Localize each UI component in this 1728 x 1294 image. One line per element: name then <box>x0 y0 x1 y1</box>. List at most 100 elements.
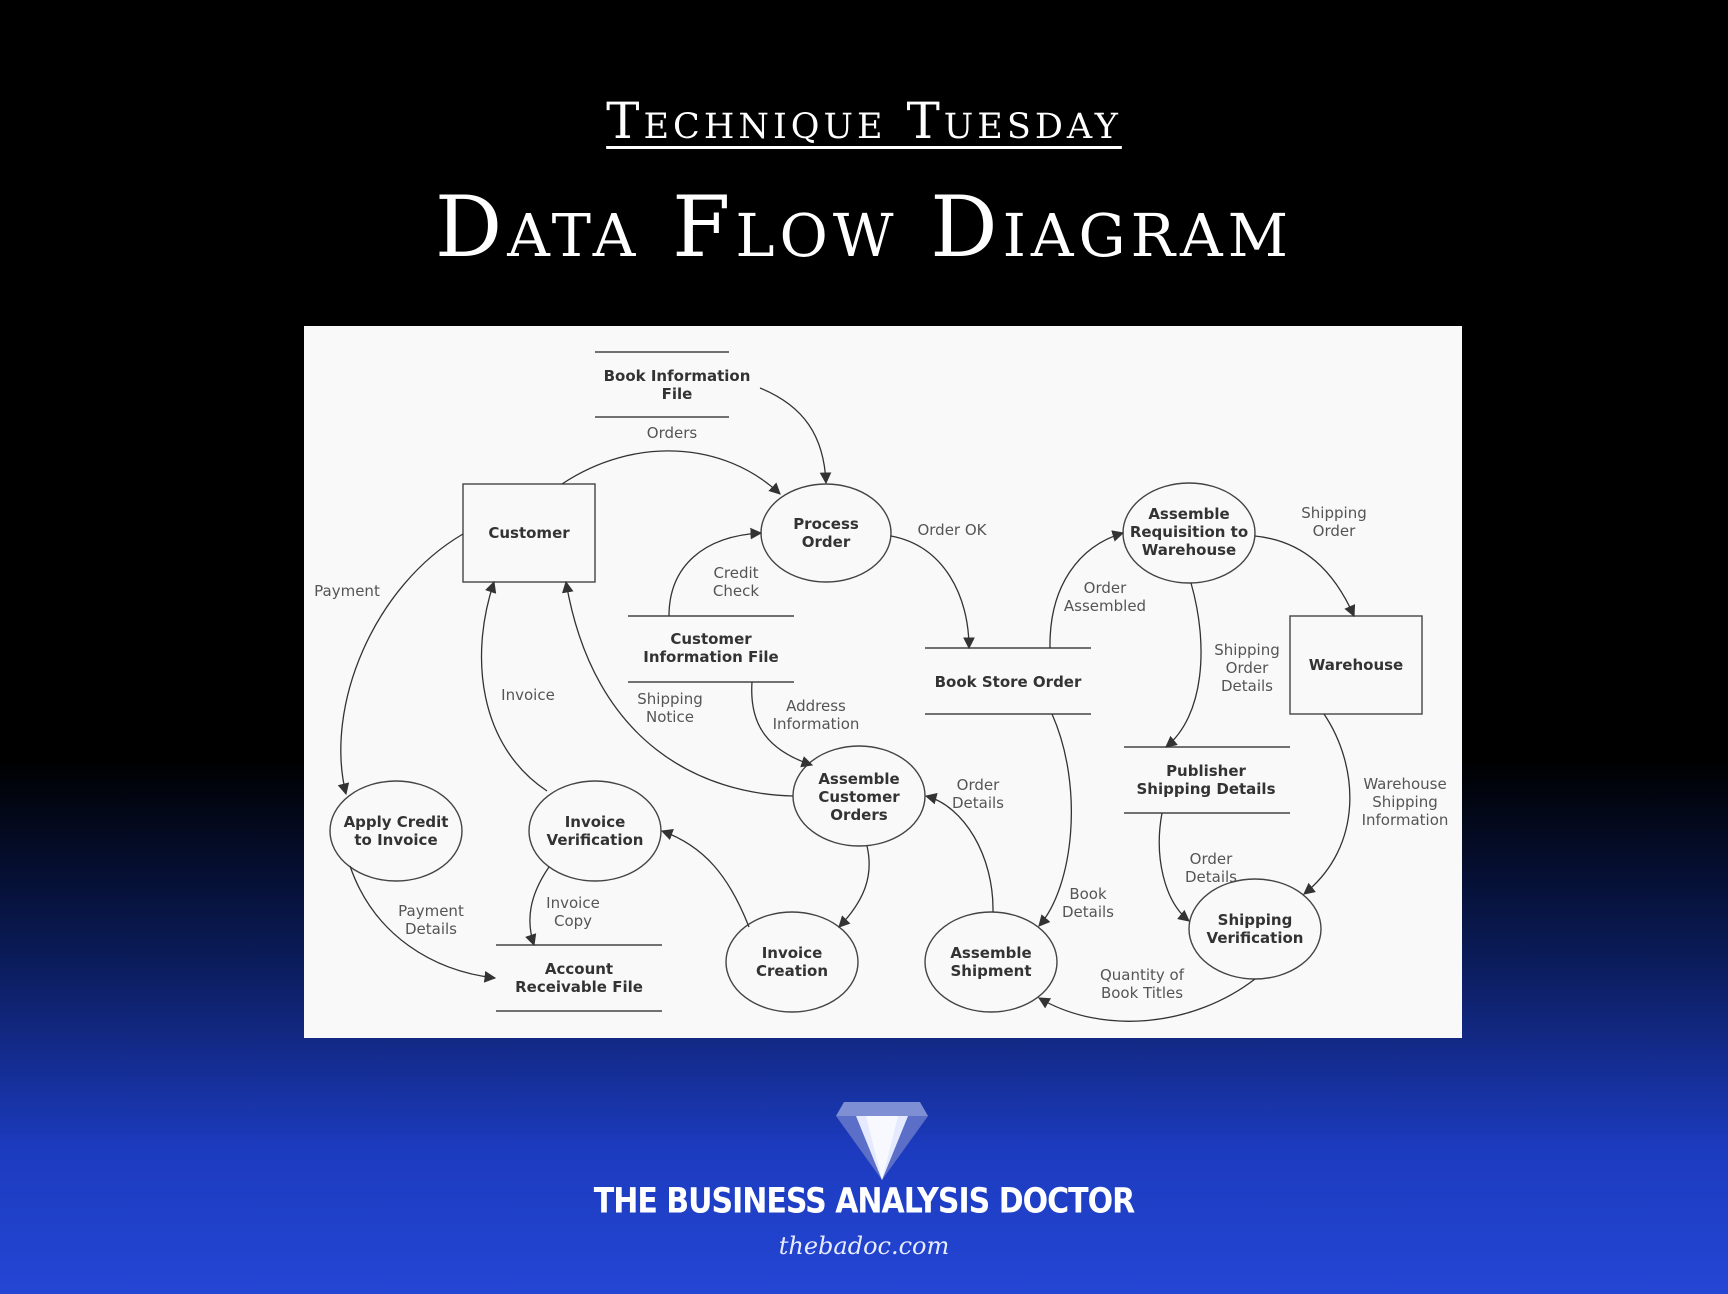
flow-invoice <box>480 580 548 792</box>
assemble-requisition-label-1: Assemble <box>1148 505 1229 523</box>
flow-label-warehouse-shipping-information-2: Shipping <box>1372 793 1437 811</box>
flow-book-info <box>759 387 832 485</box>
book-store-order-label: Book Store Order <box>935 673 1082 691</box>
flow-label-shipping-notice-2: Notice <box>646 708 694 726</box>
flow-shipping-order-details <box>1165 582 1202 748</box>
account-receivable-file-label-2: Receivable File <box>515 978 643 996</box>
flow-label-shipping-order-details-2: Order <box>1226 659 1269 677</box>
flow-label-address-information-1: Address <box>786 697 846 715</box>
process-assemble-requisition: Assemble Requisition to Warehouse <box>1122 482 1256 584</box>
assemble-customer-orders-label-1: Assemble <box>818 770 899 788</box>
customer-information-file-label-2: Information File <box>643 648 778 666</box>
flow-label-quantity-of-book-titles-1: Quantity of <box>1100 966 1185 984</box>
flow-label-order-assembled-2: Assembled <box>1064 597 1146 615</box>
process-apply-credit: Apply Credit to Invoice <box>329 780 463 882</box>
assemble-customer-orders-label-3: Orders <box>830 806 887 824</box>
flow-label-shipping-notice-1: Shipping <box>637 690 702 708</box>
external-entity-warehouse: Warehouse <box>1289 615 1423 715</box>
flow-label-payment-details-1: Payment <box>398 902 464 920</box>
flow-shipping-order <box>1254 535 1356 618</box>
flow-payment <box>337 533 464 796</box>
flow-label-invoice-copy-1: Invoice <box>546 894 600 912</box>
flow-address-information <box>751 681 814 768</box>
external-entity-customer: Customer <box>462 483 596 583</box>
assemble-requisition-label-2: Requisition to <box>1130 523 1248 541</box>
flow-assemble-to-invoice <box>838 845 870 928</box>
assemble-customer-orders-label-2: Customer <box>818 788 900 806</box>
assemble-requisition-label-3: Warehouse <box>1142 541 1236 559</box>
account-receivable-file-label-1: Account <box>545 960 613 978</box>
store-book-information-file: Book Information File <box>595 351 751 418</box>
process-invoice-creation: Invoice Creation <box>725 911 859 1013</box>
flow-label-order-ok: Order OK <box>917 521 987 539</box>
flow-label-shipping-order-details-3: Details <box>1221 677 1273 695</box>
flow-credit-check <box>668 527 763 617</box>
page-title: Data Flow Diagram <box>434 178 1294 276</box>
flow-shipping-notice <box>562 580 794 797</box>
flow-label-payment: Payment <box>314 582 380 600</box>
header-subtitle: Technique Tuesday <box>606 92 1122 150</box>
process-order-label-1: Process <box>793 515 859 533</box>
flow-label-shipping-order-details-1: Shipping <box>1214 641 1279 659</box>
data-flow-diagram: Customer Warehouse Process Order Assembl… <box>304 326 1462 1038</box>
flow-label-shipping-order-1: Shipping <box>1301 504 1366 522</box>
process-assemble-shipment: Assemble Shipment <box>924 911 1058 1013</box>
flow-label-shipping-order-2: Order <box>1313 522 1356 540</box>
flow-order-details-shipment <box>924 793 994 913</box>
flow-label-address-information-2: Information <box>773 715 860 733</box>
flow-order-ok <box>890 535 975 650</box>
flow-label-payment-details-2: Details <box>405 920 457 938</box>
flow-label-order-details-2-b: Details <box>952 794 1004 812</box>
flow-order-details-publisher <box>1158 812 1190 922</box>
flow-label-order-details-1-b: Details <box>1185 868 1237 886</box>
brand-name: THE BUSINESS ANALYSIS DOCTOR <box>593 1181 1135 1222</box>
book-information-file-label-1: Book Information <box>604 367 751 385</box>
flow-quantity-of-book-titles <box>1037 978 1256 1022</box>
flow-label-credit-check-2: Check <box>713 582 759 600</box>
flow-label-order-details-1-a: Order <box>1190 850 1233 868</box>
flow-label-warehouse-shipping-information-3: Information <box>1362 811 1449 829</box>
invoice-creation-label-2: Creation <box>756 962 828 980</box>
store-publisher-shipping-details: Publisher Shipping Details <box>1124 746 1290 814</box>
store-book-store-order: Book Store Order <box>925 647 1091 715</box>
publisher-shipping-details-label-1: Publisher <box>1166 762 1246 780</box>
apply-credit-label-2: to Invoice <box>354 831 437 849</box>
flow-payment-details <box>349 865 497 983</box>
apply-credit-label-1: Apply Credit <box>344 813 449 831</box>
flow-order-assembled <box>1049 530 1125 649</box>
flow-label-order-assembled-1: Order <box>1084 579 1127 597</box>
warehouse-label: Warehouse <box>1309 656 1403 674</box>
process-shipping-verification: Shipping Verification <box>1188 878 1322 980</box>
flow-label-warehouse-shipping-information-1: Warehouse <box>1363 775 1446 793</box>
flow-label-orders: Orders <box>647 424 698 442</box>
shipping-verification-label-2: Verification <box>1207 929 1304 947</box>
process-order-label-2: Order <box>802 533 851 551</box>
flow-invoice-copy <box>525 866 550 947</box>
process-invoice-verification: Invoice Verification <box>528 780 662 882</box>
flow-orders <box>561 450 781 495</box>
flow-label-book-details-1: Book <box>1069 885 1107 903</box>
flow-invoice-creation-to-verification <box>660 829 750 928</box>
diamond-logo-icon <box>836 1102 928 1184</box>
book-information-file-label-2: File <box>662 385 693 403</box>
store-account-receivable-file: Account Receivable File <box>496 944 662 1012</box>
flow-label-order-details-2-a: Order <box>957 776 1000 794</box>
invoice-creation-label-1: Invoice <box>762 944 823 962</box>
assemble-shipment-label-2: Shipment <box>950 962 1031 980</box>
process-assemble-customer-orders: Assemble Customer Orders <box>792 745 926 847</box>
brand-url: thebadoc.com <box>778 1232 950 1260</box>
customer-information-file-label-1: Customer <box>670 630 752 648</box>
flow-label-invoice-copy-2: Copy <box>554 912 592 930</box>
process-process-order: Process Order <box>760 483 892 583</box>
flow-label-invoice: Invoice <box>501 686 555 704</box>
flow-label-book-details-2: Details <box>1062 903 1114 921</box>
flow-label-quantity-of-book-titles-2: Book Titles <box>1101 984 1183 1002</box>
invoice-verification-label-2: Verification <box>547 831 644 849</box>
assemble-shipment-label-1: Assemble <box>950 944 1031 962</box>
store-customer-information-file: Customer Information File <box>628 615 794 683</box>
invoice-verification-label-1: Invoice <box>565 813 626 831</box>
flow-book-details <box>1038 713 1072 927</box>
shipping-verification-label-1: Shipping <box>1218 911 1293 929</box>
flow-label-credit-check-1: Credit <box>713 564 758 582</box>
customer-label: Customer <box>488 524 570 542</box>
